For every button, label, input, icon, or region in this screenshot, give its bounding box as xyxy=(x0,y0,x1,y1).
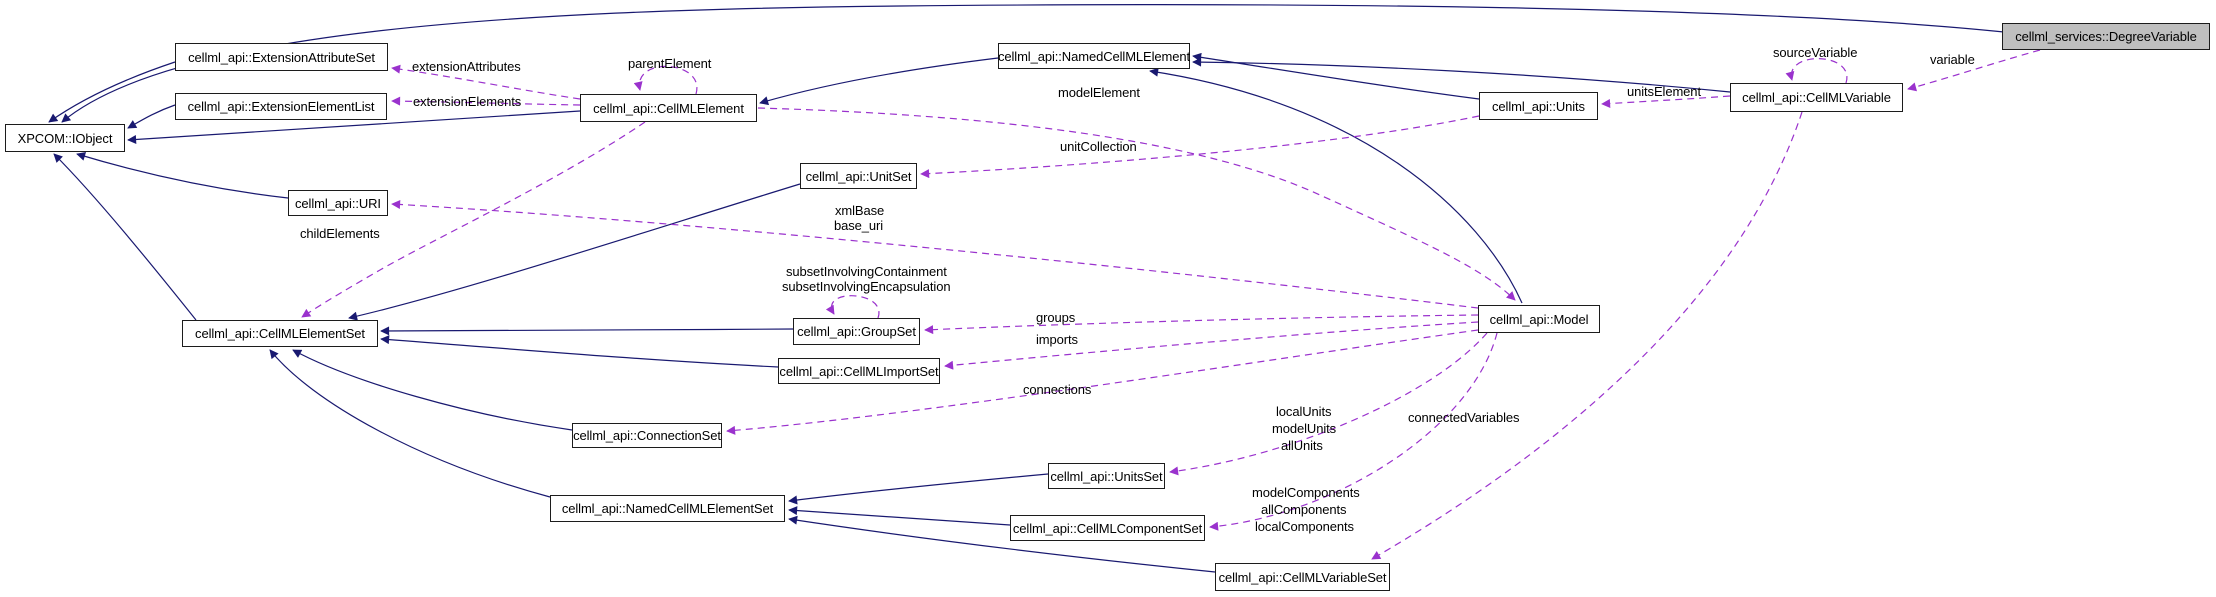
edge-baseuri xyxy=(391,199,1479,309)
edge-label-subset-involving-encapsulation: subsetInvolvingEncapsulation xyxy=(782,279,951,294)
node-label: cellml_api::ConnectionSet xyxy=(573,428,721,443)
edge-label-extension-attributes: extensionAttributes xyxy=(412,59,521,74)
node-uri[interactable]: cellml_api::URI xyxy=(288,190,388,216)
edge-localunits xyxy=(1169,332,1488,476)
edge-unitsset-namedcellmlelementset xyxy=(788,473,1049,505)
edge-namedcellmlelementset-cellmlelementset xyxy=(269,349,551,498)
node-cellml-variable[interactable]: cellml_api::CellMLVariable xyxy=(1730,83,1903,112)
edge-label-imports: imports xyxy=(1036,332,1078,347)
edge-variable xyxy=(1907,49,2041,92)
edge-label-all-components: allComponents xyxy=(1261,502,1347,517)
node-label: cellml_services::DegreeVariable xyxy=(2015,29,2197,44)
edge-label-variable: variable xyxy=(1930,52,1975,67)
edge-connectedvariables xyxy=(1371,111,1803,560)
node-label: cellml_api::NamedCellMLElement xyxy=(997,48,1191,64)
node-label: cellml_api::ExtensionAttributeSet xyxy=(188,49,375,65)
edge-modelelement xyxy=(757,107,1516,301)
edge-cellmlelement-iobject xyxy=(127,110,581,145)
edge-label-local-components: localComponents xyxy=(1255,519,1354,534)
edge-variableset-namedcellmlelementset xyxy=(788,515,1216,573)
edge-label-base-uri: base_uri xyxy=(834,218,884,233)
node-extension-attribute-set[interactable]: cellml_api::ExtensionAttributeSet xyxy=(175,43,388,71)
edge-parentelement-loop xyxy=(633,65,698,95)
edge-unitset-cellmlelementset xyxy=(348,183,801,321)
edge-uri-iobject xyxy=(76,152,289,199)
edge-modelcomponents xyxy=(1209,332,1498,531)
edge-connections xyxy=(726,329,1479,435)
edge-label-local-units: localUnits xyxy=(1276,404,1332,419)
edge-extensionelementlist-iobject xyxy=(127,104,176,129)
edge-model-namedcellmlelement xyxy=(1149,67,1523,304)
edge-label-connected-variables: connectedVariables xyxy=(1408,410,1520,425)
node-label: cellml_api::UnitSet xyxy=(805,168,912,184)
node-xpcom-iobject[interactable]: XPCOM::IObject xyxy=(5,124,125,152)
edge-childelements xyxy=(301,121,646,318)
edge-label-child-elements: childElements xyxy=(300,226,380,241)
node-label: cellml_api::CellMLElement xyxy=(593,100,744,116)
edge-sourcevariable-loop xyxy=(1785,58,1848,84)
node-label: cellml_api::CellMLComponentSet xyxy=(1012,520,1203,536)
edge-label-subset-involving-containment: subsetInvolvingContainment xyxy=(786,264,947,279)
edge-label-model-element: modelElement xyxy=(1058,85,1140,100)
node-label: cellml_api::CellMLVariableSet xyxy=(1218,569,1387,585)
edge-unitselement xyxy=(1601,95,1731,109)
node-degree-variable-current: cellml_services::DegreeVariable xyxy=(2002,23,2210,50)
edge-importset-cellmlelementset xyxy=(380,335,779,368)
node-units-set[interactable]: cellml_api::UnitsSet xyxy=(1048,463,1165,489)
edge-cellmlvariable-namedcellmlelement xyxy=(1192,57,1731,93)
node-label: cellml_api::UnitsSet xyxy=(1050,468,1163,484)
edge-label-extension-elements: extensionElements xyxy=(413,94,522,109)
node-label: cellml_api::CellMLImportSet xyxy=(779,363,939,379)
node-label: cellml_api::URI xyxy=(295,195,381,211)
edge-label-source-variable: sourceVariable xyxy=(1773,45,1858,60)
edge-label-unit-collection: unitCollection xyxy=(1060,139,1137,154)
edge-label-xml-base: xmlBase xyxy=(835,203,885,218)
edge-componentset-namedcellmlelementset xyxy=(788,506,1011,526)
node-cellml-element[interactable]: cellml_api::CellMLElement xyxy=(580,94,757,122)
node-label: XPCOM::IObject xyxy=(17,130,113,146)
node-group-set[interactable]: cellml_api::GroupSet xyxy=(793,318,920,345)
node-label: cellml_api::NamedCellMLElementSet xyxy=(561,501,774,516)
node-label: cellml_api::ExtensionElementList xyxy=(187,99,375,114)
node-cellml-element-set[interactable]: cellml_api::CellMLElementSet xyxy=(182,320,378,347)
edge-label-all-units: allUnits xyxy=(1281,438,1323,453)
edge-connectionset-cellmlelementset xyxy=(292,349,573,431)
node-cellml-component-set[interactable]: cellml_api::CellMLComponentSet xyxy=(1010,515,1205,541)
edge-imports xyxy=(944,321,1479,370)
node-extension-element-list[interactable]: cellml_api::ExtensionElementList xyxy=(175,93,387,120)
edge-unitcollection xyxy=(920,115,1480,179)
edge-units-namedcellmlelement xyxy=(1192,52,1480,100)
edge-label-model-components: modelComponents xyxy=(1252,485,1360,500)
node-unit-set[interactable]: cellml_api::UnitSet xyxy=(800,163,917,189)
edge-extensionattributeset-iobject xyxy=(48,61,176,123)
node-label: cellml_api::CellMLVariable xyxy=(1742,90,1891,105)
edge-groups xyxy=(924,314,1479,335)
edge-label-units-element: unitsElement xyxy=(1627,84,1701,99)
node-label: cellml_api::CellMLElementSet xyxy=(195,326,365,341)
node-label: cellml_api::Units xyxy=(1492,98,1585,114)
node-model[interactable]: cellml_api::Model xyxy=(1478,305,1600,333)
edge-subsetinvolving-loop xyxy=(825,295,880,319)
node-named-cellml-element[interactable]: cellml_api::NamedCellMLElement xyxy=(998,43,1190,69)
node-connection-set[interactable]: cellml_api::ConnectionSet xyxy=(572,423,722,448)
edge-label-groups: groups xyxy=(1036,310,1076,325)
edge-label-model-units: modelUnits xyxy=(1272,421,1337,436)
edge-cellmlelementset-iobject xyxy=(53,153,197,321)
node-units[interactable]: cellml_api::Units xyxy=(1479,92,1598,120)
node-cellml-variable-set[interactable]: cellml_api::CellMLVariableSet xyxy=(1215,563,1390,591)
node-label: cellml_api::GroupSet xyxy=(797,324,916,339)
edge-label-parent-element: parentElement xyxy=(628,56,712,71)
edge-groupset-cellmlelementset xyxy=(380,326,794,336)
edge-namedcellmlelement-cellmlelement xyxy=(759,57,999,106)
node-cellml-import-set[interactable]: cellml_api::CellMLImportSet xyxy=(778,358,940,384)
node-label: cellml_api::Model xyxy=(1489,311,1589,327)
node-named-cellml-element-set[interactable]: cellml_api::NamedCellMLElementSet xyxy=(550,495,785,522)
edge-label-connections: connections xyxy=(1023,382,1092,397)
